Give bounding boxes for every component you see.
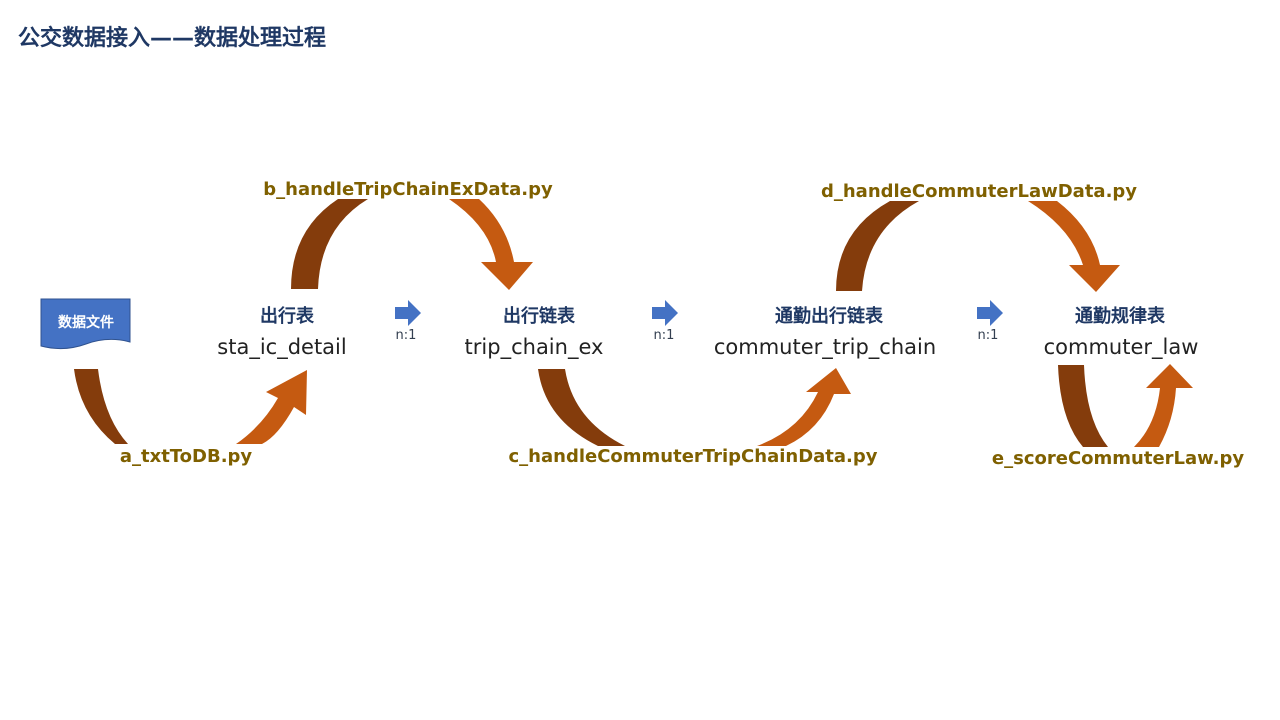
arc-c-bottom (538, 368, 851, 446)
relation-label: n:1 (653, 328, 675, 343)
script-label-e: e_scoreCommuterLaw.py (991, 448, 1245, 469)
script-label-b: b_handleTripChainExData.py (263, 179, 553, 200)
relation-label: n:1 (395, 328, 417, 343)
script-label-c: c_handleCommuterTripChainData.py (508, 446, 878, 467)
relation-label: n:1 (977, 328, 999, 343)
table-commuter-law-en: commuter_law (1043, 335, 1199, 359)
table-commuter-law-cn: 通勤规律表 (1075, 306, 1165, 327)
relation-arrow-icon (977, 300, 1003, 326)
data-file-label: 数据文件 (58, 315, 114, 331)
arc-d-top (836, 201, 1120, 292)
arc-b-top (291, 199, 533, 290)
page-title: 公交数据接入——数据处理过程 (18, 26, 327, 51)
table-trip-chain-en: trip_chain_ex (464, 335, 604, 359)
table-commuter-trip-chain-cn: 通勤出行链表 (775, 306, 883, 327)
table-commuter-trip-chain-en: commuter_trip_chain (713, 335, 937, 359)
relation-arrow-icon (395, 300, 421, 326)
table-trip-chain-cn: 出行链表 (503, 306, 575, 327)
arc-e-bottom (1058, 364, 1193, 447)
script-label-d: d_handleCommuterLawData.py (820, 181, 1138, 202)
table-trip-en: sta_ic_detail (217, 335, 347, 359)
data-file-shape (40, 298, 131, 350)
arc-a-bottom (74, 369, 307, 444)
table-trip-cn: 出行表 (260, 306, 314, 327)
script-label-a: a_txtToDB.py (119, 446, 253, 467)
relation-arrow-icon (652, 300, 678, 326)
